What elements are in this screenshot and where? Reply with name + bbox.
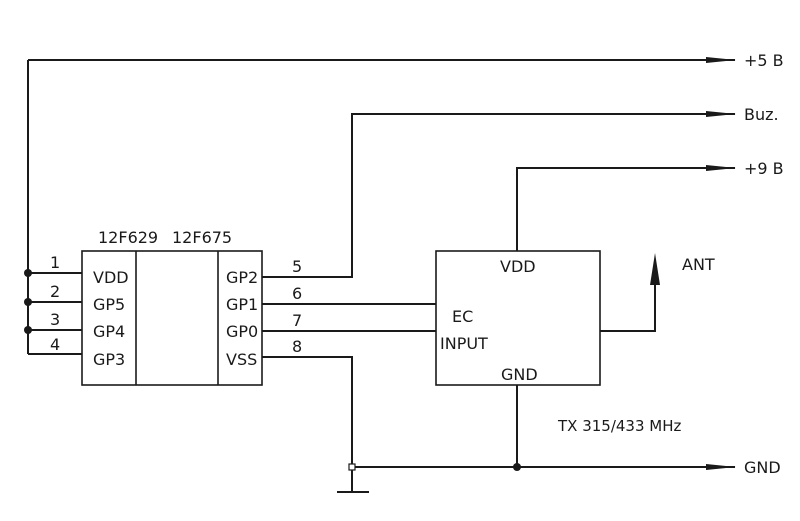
pin-number: 6 [292, 284, 302, 303]
pin-number: 1 [50, 253, 60, 272]
plus5-rail [27, 57, 736, 354]
tx-ec-label: EC [452, 307, 473, 326]
ant-label: ANT [682, 255, 715, 274]
mcu-package [81, 250, 263, 386]
pin-number: 2 [50, 282, 60, 301]
pin-name: VSS [226, 350, 257, 369]
pin-number: 3 [50, 310, 60, 329]
mcu-part-b: 12F675 [172, 228, 232, 247]
pin-name: VDD [93, 268, 129, 287]
pin-number: 8 [292, 337, 302, 356]
antenna-arrow-icon [650, 253, 660, 285]
pin-number: 4 [50, 335, 60, 354]
crossing-marker [348, 463, 356, 471]
pin-number: 5 [292, 257, 302, 276]
tx-caption: TX 315/433 MHz [557, 417, 682, 435]
buz-label: Buz. [744, 105, 779, 124]
gnd-label: GND [744, 458, 781, 477]
tx-input-label: INPUT [440, 334, 488, 353]
junction-dot [24, 326, 32, 334]
buz-line [262, 111, 736, 278]
plus9-label: +9 В [744, 159, 784, 178]
mcu-right-pins [262, 303, 436, 493]
tx-vdd-label: VDD [500, 257, 536, 276]
junction-dot [513, 463, 521, 471]
plus5-label: +5 В [744, 51, 784, 70]
plus9-line [516, 165, 736, 251]
pin-name: GP1 [226, 295, 258, 314]
mcu-part-a: 12F629 [98, 228, 158, 247]
mcu-left-pins [24, 269, 82, 355]
tx-gnd-label: GND [501, 365, 538, 384]
pin-name: GP4 [93, 322, 125, 341]
gnd-line [348, 385, 736, 471]
junction-dot [24, 298, 32, 306]
pin-name: GP0 [226, 322, 258, 341]
junction-dot [24, 269, 32, 277]
pin-number: 7 [292, 311, 302, 330]
pin-name: GP3 [93, 350, 125, 369]
antenna-line [600, 253, 660, 332]
pin-name: GP2 [226, 268, 258, 287]
pin-name: GP5 [93, 295, 125, 314]
